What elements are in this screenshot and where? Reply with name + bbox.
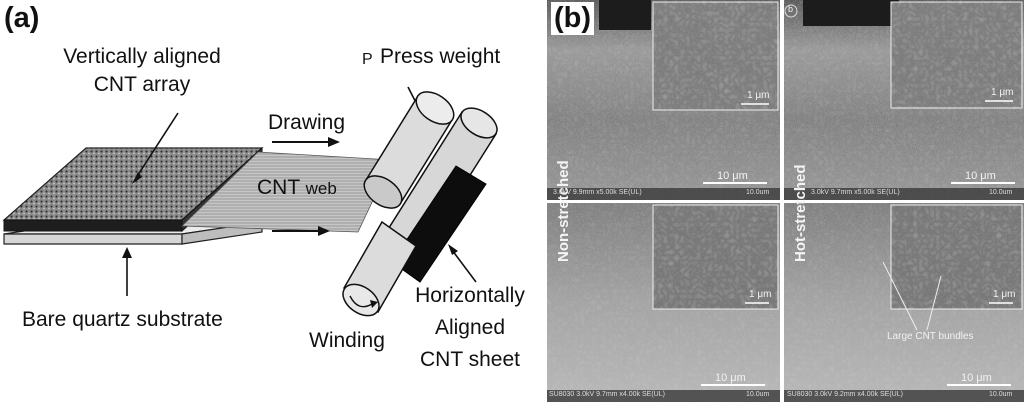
main-scale-top-right: 10 μm <box>965 170 996 182</box>
substrate-label: Bare quartz substrate <box>22 308 223 331</box>
main-scale-top-left: 10 μm <box>717 170 748 182</box>
field-bottom-left: 10.0um <box>746 391 770 398</box>
winding-roller <box>342 220 417 317</box>
cnt-web-main: CNT <box>257 176 300 199</box>
array-leader-line <box>135 112 179 179</box>
large-cnt-bundles-annotation: Large CNT bundles <box>887 331 974 342</box>
inset-scale-top-right: 1 μm <box>991 87 1014 98</box>
footer-bottom-left: SU8030 3.0kV 9.7mm x4.00k SE(UL) <box>549 391 665 398</box>
footer-top-left: 3.0kV 9.9mm x5.00k SE(UL) <box>553 189 642 196</box>
inset-scale-bottom-right: 1 μm <box>993 289 1016 300</box>
sheet-label-line3: CNT sheet <box>420 348 520 371</box>
sheet-leader-line <box>451 249 477 283</box>
drawing-label: Drawing <box>268 111 346 134</box>
field-top-right: 10.0um <box>989 189 1013 196</box>
press-roller <box>363 91 455 209</box>
inset-scale-top-left: 1 μm <box>747 90 770 101</box>
sem-image-grid <box>547 0 1024 402</box>
main-scale-bottom-right: 10 μm <box>961 372 992 384</box>
footer-top-right: 3.0kV 9.7mm x5.00k SE(UL) <box>811 189 900 196</box>
footer-bottom-right: SU8030 3.0kV 9.2mm x4.00k SE(UL) <box>787 391 903 398</box>
sheet-label-line2: Aligned <box>434 316 506 339</box>
inset-scale-bottom-left: 1 μm <box>749 289 772 300</box>
cnt-web-label: CNT web <box>257 175 337 201</box>
panel-b-letter: (b) <box>551 2 595 35</box>
label-hot-stretched: Hot-stretched <box>792 164 809 262</box>
field-top-left: 10.0um <box>746 189 770 196</box>
cnt-sheet-wrap <box>391 165 487 283</box>
drawing-arrow <box>272 137 340 147</box>
schematic-panel: (a) <box>2 2 525 371</box>
drawing-schematic <box>2 86 498 317</box>
array-label-line2: CNT array <box>93 73 191 96</box>
main-scale-bottom-left: 10 μm <box>715 372 746 384</box>
press-p-label: P <box>362 51 373 68</box>
array-label-line1: Vertically aligned <box>63 45 221 68</box>
field-bottom-right: 10.0um <box>989 391 1013 398</box>
corner-mark: b <box>788 4 794 14</box>
panel-a-letter: (a) <box>4 2 40 34</box>
sem-panel: (b) b Non-stretched Hot-stretched 1 μm 1… <box>541 0 1024 402</box>
cnt-web-sub: web <box>305 179 337 198</box>
winding-label: Winding <box>309 329 385 352</box>
lower-arrow <box>272 226 330 236</box>
press-weight-label: Press weight <box>380 45 501 68</box>
label-non-stretched: Non-stretched <box>555 160 572 262</box>
sheet-label-line1: Horizontally <box>415 284 525 307</box>
